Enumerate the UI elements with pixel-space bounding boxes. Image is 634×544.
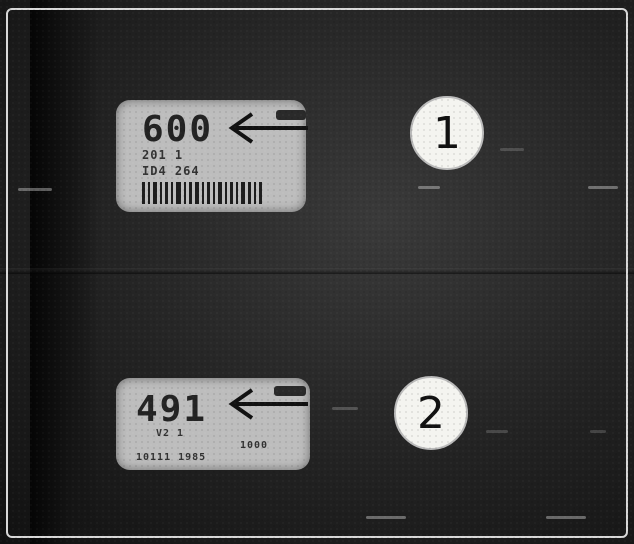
light-streak	[588, 186, 618, 189]
label-1-number: 600	[142, 109, 214, 150]
light-streak	[366, 516, 406, 519]
label-2-line-a: V2 1	[156, 428, 185, 439]
arrow-left-icon	[228, 386, 308, 420]
light-streak	[332, 407, 358, 410]
light-streak	[546, 516, 586, 519]
label-1-line-a: 201 1	[142, 148, 184, 162]
light-streak	[418, 186, 440, 189]
label-2-line-b: 1000	[240, 440, 269, 451]
label-1-line-b: ID4 264	[142, 164, 200, 178]
image-border	[6, 8, 628, 538]
light-streak	[486, 430, 508, 433]
marker-badge-2: 2	[394, 376, 468, 450]
label-1-barcode	[142, 182, 262, 204]
arrow-left-icon	[228, 110, 308, 144]
light-streak	[18, 188, 52, 191]
light-streak	[590, 430, 606, 433]
light-streak	[500, 148, 524, 151]
label-2-number: 491	[136, 389, 208, 430]
marker-badge-1: 1	[410, 96, 484, 170]
label-2-line-c: 10111 1985	[136, 452, 207, 463]
